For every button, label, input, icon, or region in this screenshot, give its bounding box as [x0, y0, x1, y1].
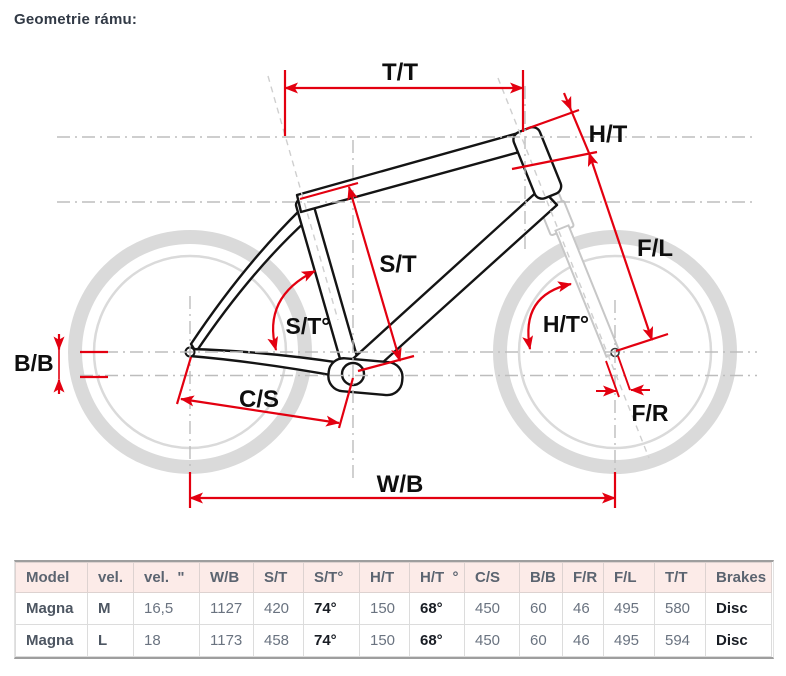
cell: Magna	[15, 624, 88, 657]
col-header-bb: B/B	[519, 562, 563, 593]
ht-angle-arc	[522, 281, 572, 350]
label-st: S/T	[379, 251, 417, 278]
col-header-vel-in: vel. "	[133, 562, 200, 593]
st-angle-arc	[267, 270, 316, 351]
st-dimension	[299, 181, 415, 373]
col-header-fl: F/L	[603, 562, 655, 593]
chain-stays	[188, 347, 344, 379]
label-fr: F/R	[631, 400, 668, 426]
bb-dimension	[53, 334, 108, 394]
fl-dimension	[587, 152, 669, 353]
top-tube	[295, 128, 536, 214]
dimensions	[53, 70, 669, 508]
cell: 16,5	[133, 592, 200, 625]
cell: 60	[519, 624, 563, 657]
cell: 450	[464, 592, 520, 625]
cell: 68°	[409, 624, 465, 657]
col-header-tt: T/T	[654, 562, 706, 593]
label-wb: W/B	[377, 471, 424, 498]
cell: 1127	[199, 592, 254, 625]
cell: 495	[603, 592, 655, 625]
cell: 150	[359, 624, 410, 657]
dimension-labels: T/T H/T F/L S/T S/T° H/T° B/B C/S F/R W/…	[14, 59, 673, 498]
table-row: Magna L 18 1173 458 74° 150 68° 450 60 4…	[15, 624, 772, 657]
label-ht-angle: H/T°	[543, 311, 589, 337]
ht-dimension	[511, 92, 598, 171]
col-header-brakes: Brakes	[705, 562, 772, 593]
cell: 74°	[303, 624, 360, 657]
cell: 420	[253, 592, 304, 625]
col-header-model: Model	[15, 562, 88, 593]
col-header-fr: F/R	[562, 562, 604, 593]
steering-axis-extension	[497, 77, 650, 459]
cell: 46	[562, 592, 604, 625]
cell: 68°	[409, 592, 465, 625]
col-header-ht-deg: H/T °	[409, 562, 465, 593]
cell: Disc	[705, 624, 772, 657]
table-header-row: Model vel. vel. " W/B S/T S/T° H/T H/T °…	[15, 562, 772, 593]
cell: 495	[603, 624, 655, 657]
col-header-ht: H/T	[359, 562, 410, 593]
col-header-vel: vel.	[87, 562, 134, 593]
cell: 580	[654, 592, 706, 625]
cell: 74°	[303, 592, 360, 625]
table-row: Magna M 16,5 1127 420 74° 150 68° 450 60…	[15, 592, 772, 625]
cs-dimension	[175, 356, 355, 429]
cell: Disc	[705, 592, 772, 625]
cell: 1173	[199, 624, 254, 657]
tt-dimension	[283, 70, 525, 136]
label-fl: F/L	[637, 235, 673, 262]
cell: Magna	[15, 592, 88, 625]
wb-dimension	[188, 472, 617, 508]
col-header-wb: W/B	[199, 562, 254, 593]
fr-dimension	[596, 355, 650, 398]
label-st-angle: S/T°	[286, 313, 331, 339]
label-cs: C/S	[239, 386, 279, 413]
label-tt: T/T	[382, 59, 418, 86]
bike-geometry-diagram: T/T H/T F/L S/T S/T° H/T° B/B C/S F/R W/…	[14, 59, 757, 508]
cell: M	[87, 592, 134, 625]
label-ht: H/T	[589, 121, 628, 148]
cell: 458	[253, 624, 304, 657]
col-header-st: S/T	[253, 562, 304, 593]
cell: 450	[464, 624, 520, 657]
label-bb: B/B	[14, 350, 54, 376]
cell: 60	[519, 592, 563, 625]
cell: 594	[654, 624, 706, 657]
cell: 150	[359, 592, 410, 625]
page-title: Geometrie rámu:	[14, 11, 138, 28]
cell: 46	[562, 624, 604, 657]
geometry-table: Model vel. vel. " W/B S/T S/T° H/T H/T °…	[14, 560, 774, 659]
cell: L	[87, 624, 134, 657]
col-header-st-deg: S/T°	[303, 562, 360, 593]
col-header-cs: C/S	[464, 562, 520, 593]
cell: 18	[133, 624, 200, 657]
